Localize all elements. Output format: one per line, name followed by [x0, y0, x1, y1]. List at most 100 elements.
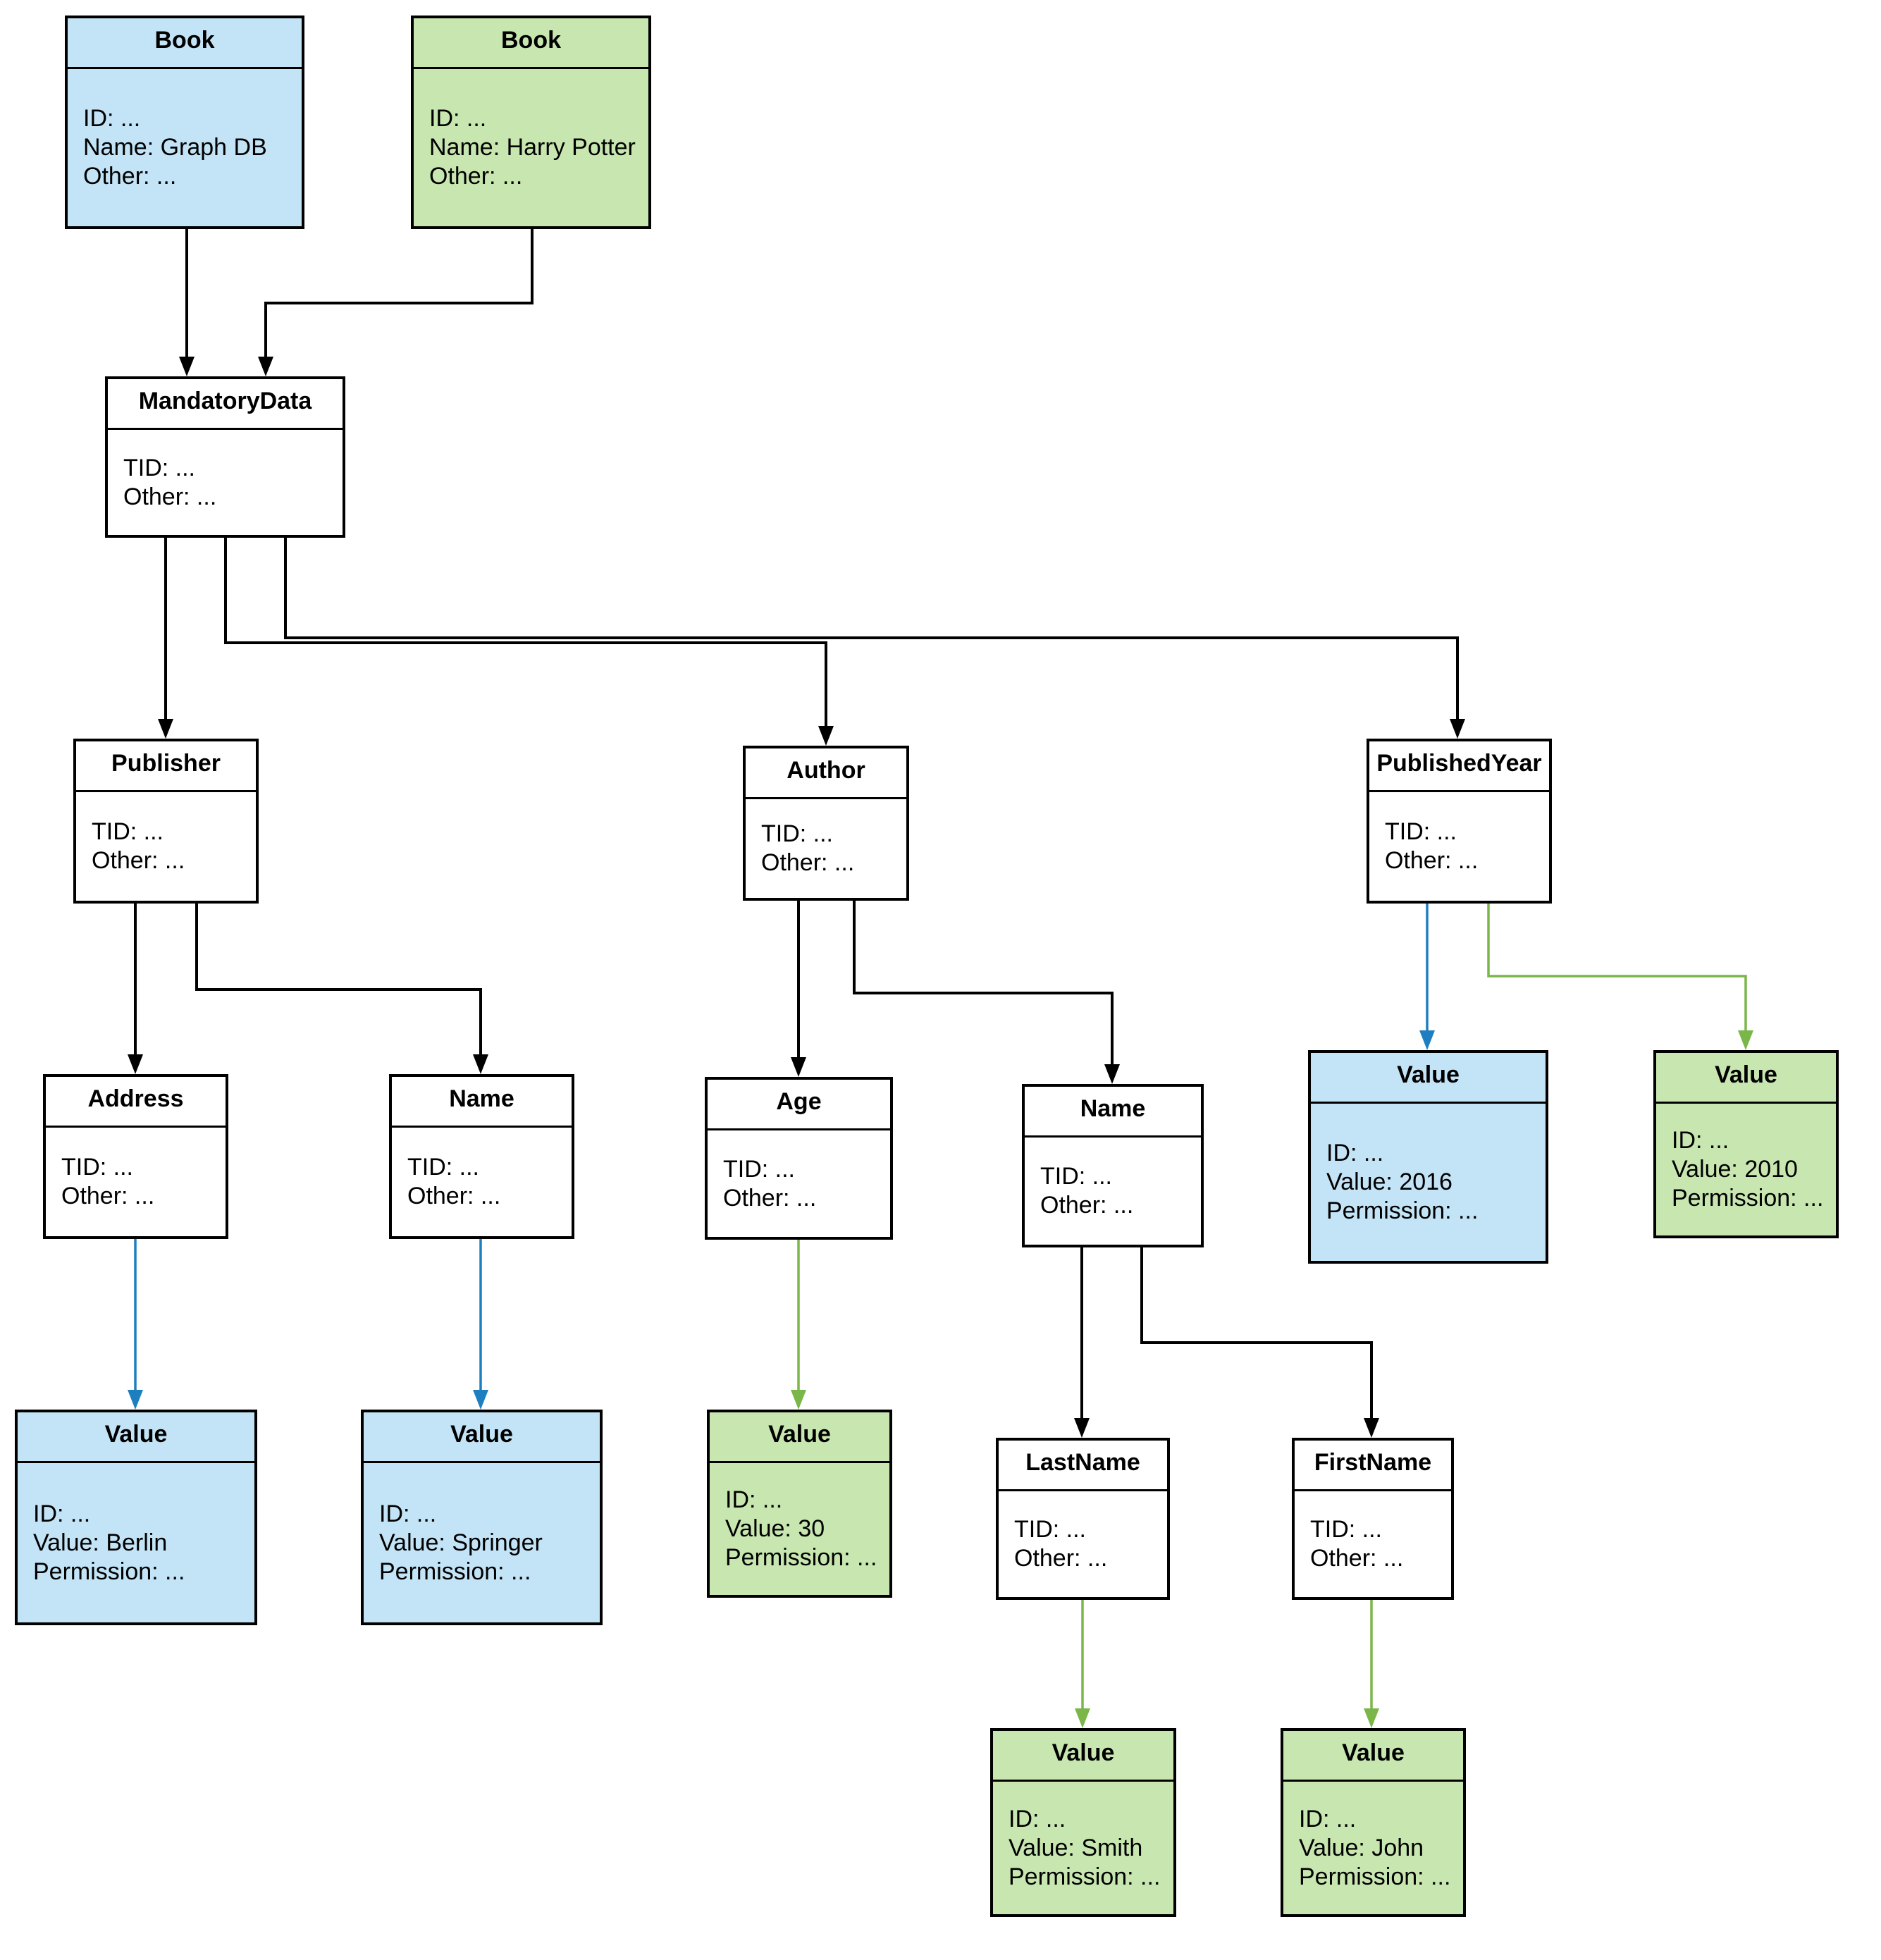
- edge-publisher-to-publisher-name: [195, 904, 488, 1074]
- node-title: Value: [710, 1412, 889, 1463]
- node-attribute: Other: ...: [1040, 1192, 1134, 1219]
- node-attribute: TID: ...: [1385, 818, 1457, 845]
- edge-book-graphdb-to-mandatorydata: [179, 229, 195, 376]
- node-attribute: Permission: ...: [1299, 1863, 1451, 1890]
- node-attribute: Permission: ...: [1009, 1863, 1161, 1890]
- node-title: Book: [414, 18, 648, 69]
- node-body: TID: ...Other: ...: [1025, 1138, 1201, 1245]
- node-attribute: ID: ...: [1326, 1140, 1384, 1166]
- node-title: Value: [364, 1412, 600, 1463]
- node-attribute: TID: ...: [1310, 1516, 1382, 1543]
- edge-line: [1487, 904, 1747, 1032]
- node-attribute: Name: Harry Potter: [429, 134, 636, 161]
- edge-line: [853, 901, 1114, 1066]
- node-attribute: ID: ...: [725, 1486, 783, 1513]
- arrowhead-icon: [158, 719, 173, 739]
- edge-line: [284, 538, 1459, 720]
- node-title: Name: [1025, 1087, 1201, 1138]
- node-attribute: Other: ...: [429, 163, 523, 190]
- node-attribute: Other: ...: [123, 483, 217, 510]
- arrowhead-icon: [791, 1057, 806, 1077]
- edge-line: [224, 538, 827, 727]
- node-title: Publisher: [76, 741, 256, 792]
- node-body: TID: ...Other: ...: [746, 799, 906, 898]
- node-attribute: Permission: ...: [725, 1544, 877, 1571]
- node-body: TID: ...Other: ...: [999, 1491, 1167, 1597]
- node-title: FirstName: [1295, 1441, 1451, 1491]
- node-attribute: Value: John: [1299, 1834, 1424, 1861]
- node-attribute: TID: ...: [61, 1154, 133, 1181]
- node-attribute: Value: Berlin: [33, 1529, 168, 1556]
- node-title: Value: [18, 1412, 254, 1463]
- edge-publisher-name-to-value-springer: [473, 1239, 488, 1410]
- node-attribute: Other: ...: [61, 1183, 155, 1209]
- arrowhead-icon: [818, 726, 834, 746]
- arrowhead-icon: [473, 1054, 488, 1074]
- arrowhead-icon: [1450, 719, 1465, 739]
- node-attribute: Name: Graph DB: [83, 134, 267, 161]
- arrowhead-icon: [1364, 1708, 1379, 1728]
- node-attribute: TID: ...: [1040, 1163, 1112, 1190]
- node-attribute: Other: ...: [761, 849, 855, 876]
- node-attribute: Permission: ...: [1326, 1197, 1479, 1224]
- arrowhead-icon: [473, 1390, 488, 1410]
- edge-mandatorydata-to-publisher: [158, 538, 173, 739]
- node-title: Value: [993, 1731, 1173, 1782]
- node-title: Author: [746, 748, 906, 799]
- edge-line: [195, 904, 482, 1056]
- node-attribute: TID: ...: [123, 454, 195, 481]
- node-body: TID: ...Other: ...: [1369, 792, 1549, 901]
- node-body: TID: ...Other: ...: [76, 792, 256, 901]
- edge-mandatorydata-to-author: [224, 538, 834, 746]
- node-title: Address: [46, 1077, 226, 1128]
- arrowhead-icon: [179, 357, 195, 376]
- node-attribute: ID: ...: [1299, 1805, 1357, 1832]
- node-attribute: Other: ...: [1014, 1545, 1108, 1572]
- edge-author-name-to-firstname: [1140, 1247, 1379, 1438]
- node-attribute: ID: ...: [379, 1500, 437, 1527]
- node-title: MandatoryData: [108, 379, 343, 430]
- node-attribute: Value: Smith: [1009, 1834, 1143, 1861]
- node-title: Age: [708, 1080, 890, 1130]
- edge-firstname-to-value-john: [1364, 1600, 1379, 1728]
- node-body: TID: ...Other: ...: [1295, 1491, 1451, 1597]
- edge-line: [1140, 1247, 1373, 1419]
- arrowhead-icon: [1364, 1418, 1379, 1438]
- arrowhead-icon: [1074, 1418, 1090, 1438]
- node-attribute: ID: ...: [83, 105, 141, 132]
- node-attribute: TID: ...: [761, 820, 833, 847]
- node-attribute: Permission: ...: [379, 1558, 531, 1585]
- node-attribute: Other: ...: [407, 1183, 501, 1209]
- node-attribute: Permission: ...: [1672, 1185, 1824, 1212]
- edge-author-to-age: [791, 901, 806, 1077]
- node-attribute: Other: ...: [723, 1184, 817, 1212]
- arrowhead-icon: [258, 357, 273, 376]
- edge-address-to-value-berlin: [128, 1239, 143, 1410]
- node-title: Book: [68, 18, 302, 69]
- edge-book-harrypotter-to-mandatorydata: [258, 229, 534, 376]
- node-attribute: ID: ...: [1672, 1127, 1729, 1154]
- node-attribute: TID: ...: [723, 1155, 795, 1183]
- node-attribute: ID: ...: [1009, 1805, 1066, 1832]
- arrowhead-icon: [128, 1054, 143, 1074]
- arrowhead-icon: [1104, 1064, 1120, 1084]
- arrowhead-icon: [1738, 1030, 1753, 1050]
